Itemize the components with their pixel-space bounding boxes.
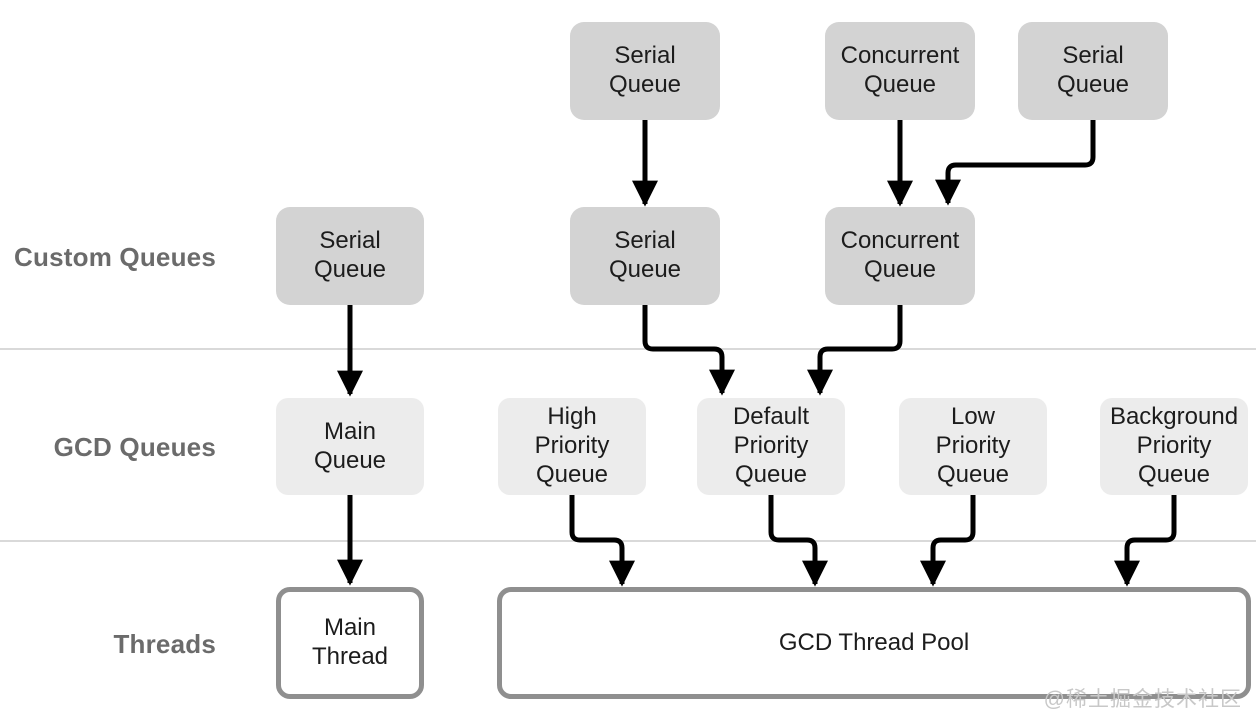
row-label-gcd-queues: GCD Queues bbox=[53, 432, 216, 462]
node-high-priority-queue: High Priority Queue bbox=[498, 398, 646, 495]
node-main-thread: Main Thread bbox=[276, 587, 424, 699]
node-gcd-thread-pool: GCD Thread Pool bbox=[497, 587, 1251, 699]
node-serial-queue-custom-left: Serial Queue bbox=[276, 207, 424, 305]
node-default-priority-queue: Default Priority Queue bbox=[697, 398, 845, 495]
node-main-queue: Main Queue bbox=[276, 398, 424, 495]
arrow-serial-top-right-to-concurrent-custom bbox=[935, 120, 1096, 206]
node-low-priority-queue: Low Priority Queue bbox=[899, 398, 1047, 495]
row-label-custom-queues: Custom Queues bbox=[14, 242, 216, 272]
divider-custom-gcd bbox=[0, 348, 1256, 350]
node-serial-queue-top-left: Serial Queue bbox=[570, 22, 720, 120]
watermark: @稀土掘金技术社区 bbox=[1043, 688, 1242, 711]
node-serial-queue-custom-mid: Serial Queue bbox=[570, 207, 720, 305]
divider-gcd-threads bbox=[0, 540, 1256, 542]
row-label-threads: Threads bbox=[113, 629, 216, 659]
node-background-priority-queue: Background Priority Queue bbox=[1100, 398, 1248, 495]
node-serial-queue-top-right: Serial Queue bbox=[1018, 22, 1168, 120]
node-concurrent-queue-custom: Concurrent Queue bbox=[825, 207, 975, 305]
node-concurrent-queue-top: Concurrent Queue bbox=[825, 22, 975, 120]
